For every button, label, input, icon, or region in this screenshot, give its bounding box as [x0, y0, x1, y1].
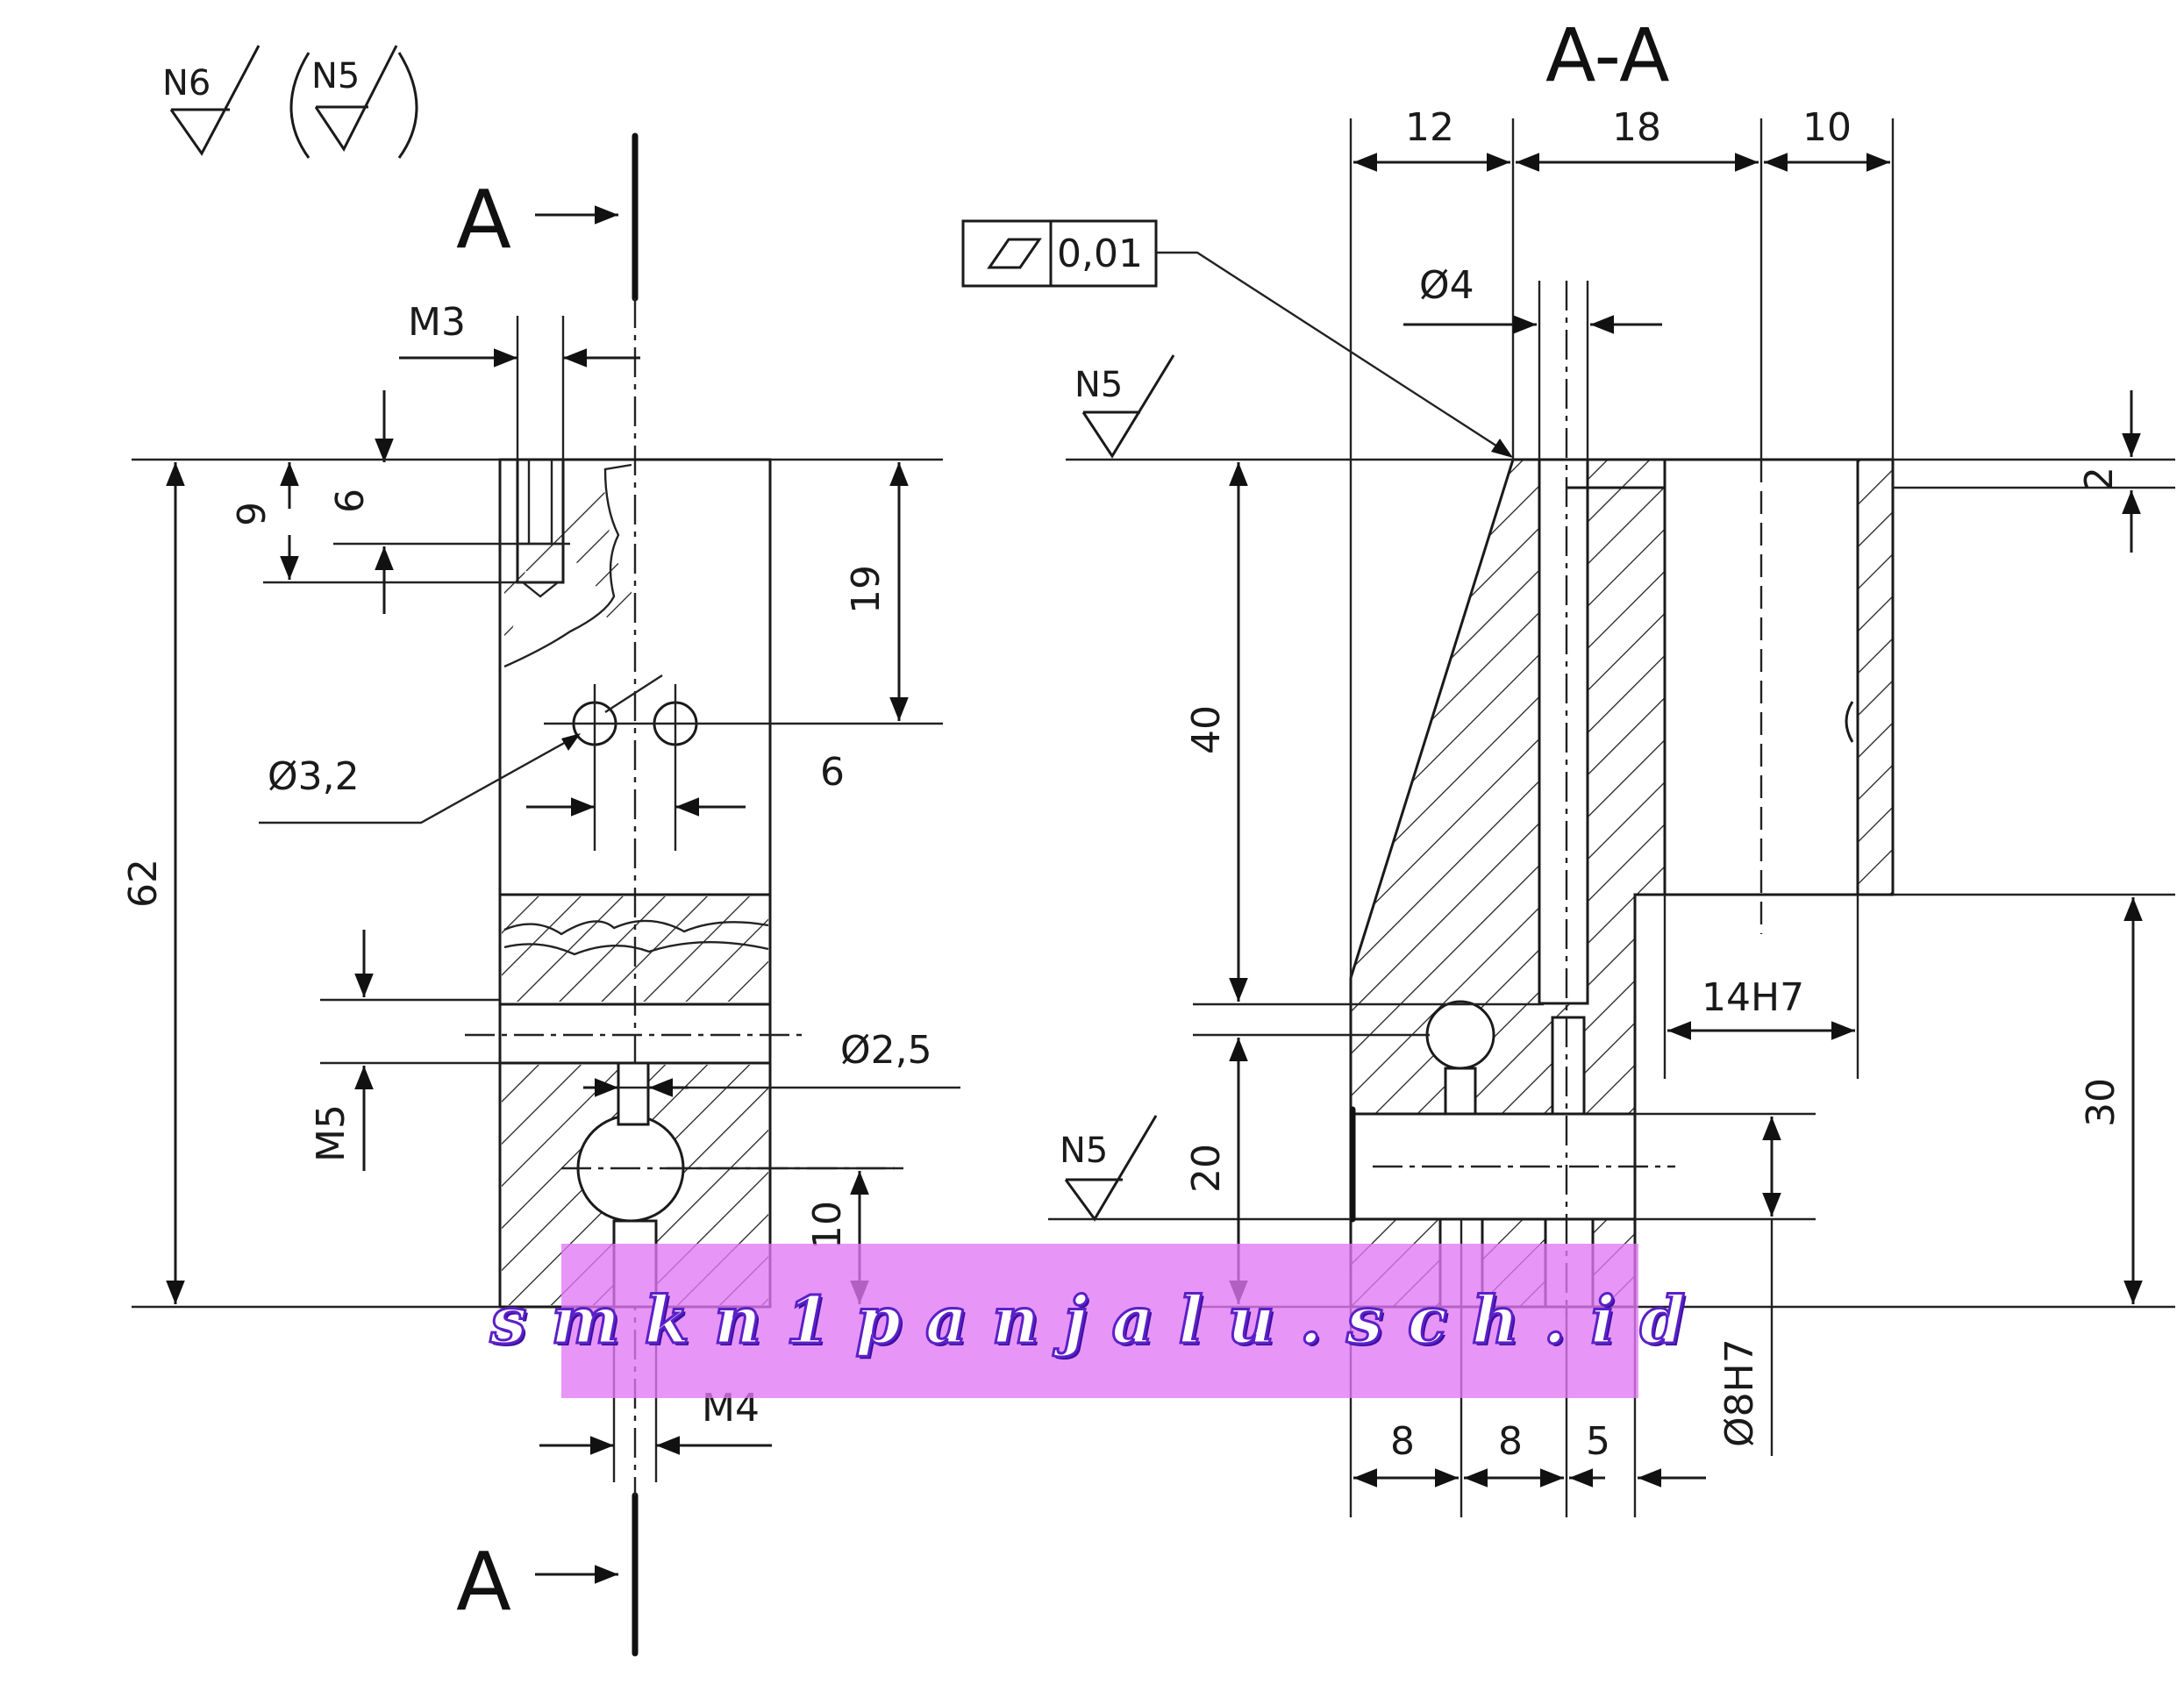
dim-bore-14h7: 14H7 [1702, 975, 1804, 1020]
dim-m3: M3 [408, 300, 466, 345]
dim-width-18: 18 [1612, 105, 1661, 150]
surface-label-n5: N5 [311, 56, 360, 96]
watermark-banner: smkn1panjalu.sch.id [489, 1244, 1687, 1398]
dim-10: 10 [805, 1201, 850, 1250]
flatness-tolerance-frame: 0,01 [961, 219, 1513, 458]
dim-hole-4: Ø4 [1419, 263, 1474, 308]
surface-symbol-n5-bracketed: N5 [289, 45, 418, 159]
dim-2: 2 [2077, 467, 2122, 491]
section-view-a-a: A-A 0,01 N5 [961, 12, 2175, 1517]
dim-40: 40 [1184, 705, 1229, 754]
section-mark-bottom: A [456, 1535, 511, 1629]
flatness-value: 0,01 [1057, 232, 1143, 276]
surface-label-n6: N6 [162, 63, 211, 103]
surface-label-bottom: N5 [1060, 1131, 1108, 1171]
dim-19: 19 [844, 565, 889, 614]
dim-30: 30 [2079, 1078, 2123, 1127]
dim-20: 20 [1184, 1144, 1229, 1193]
surface-symbol-top-face: N5 [1066, 354, 1513, 461]
section-mark-top: A [456, 173, 511, 267]
dim-width-10: 10 [1802, 105, 1852, 150]
dim-width-12: 12 [1405, 105, 1454, 150]
dim-6-vertical: 6 [328, 489, 373, 513]
surface-label-top: N5 [1074, 365, 1123, 405]
front-view: A A M3 [121, 132, 960, 1657]
surface-symbol-bottom-face: N5 [1048, 1115, 1351, 1222]
section-title: A-A [1545, 12, 1670, 98]
dim-m5: M5 [309, 1104, 353, 1162]
surface-symbol-n6: N6 [162, 45, 261, 156]
dim-bottom-8a: 8 [1390, 1419, 1415, 1464]
surface-finish-legend: N6 N5 [162, 45, 418, 159]
dim-6-horizontal: 6 [820, 750, 845, 795]
dim-pin-2-5: Ø2,5 [840, 1028, 932, 1073]
dim-bottom-5: 5 [1586, 1419, 1610, 1464]
dim-bottom-8b: 8 [1498, 1419, 1523, 1464]
dim-9: 9 [230, 502, 275, 526]
dim-62: 62 [121, 859, 166, 908]
watermark-text: smkn1panjalu.sch.id [489, 1282, 1710, 1360]
dim-hole-3-2: Ø3,2 [268, 754, 360, 799]
dim-pin-8h7: Ø8H7 [1717, 1338, 1762, 1447]
